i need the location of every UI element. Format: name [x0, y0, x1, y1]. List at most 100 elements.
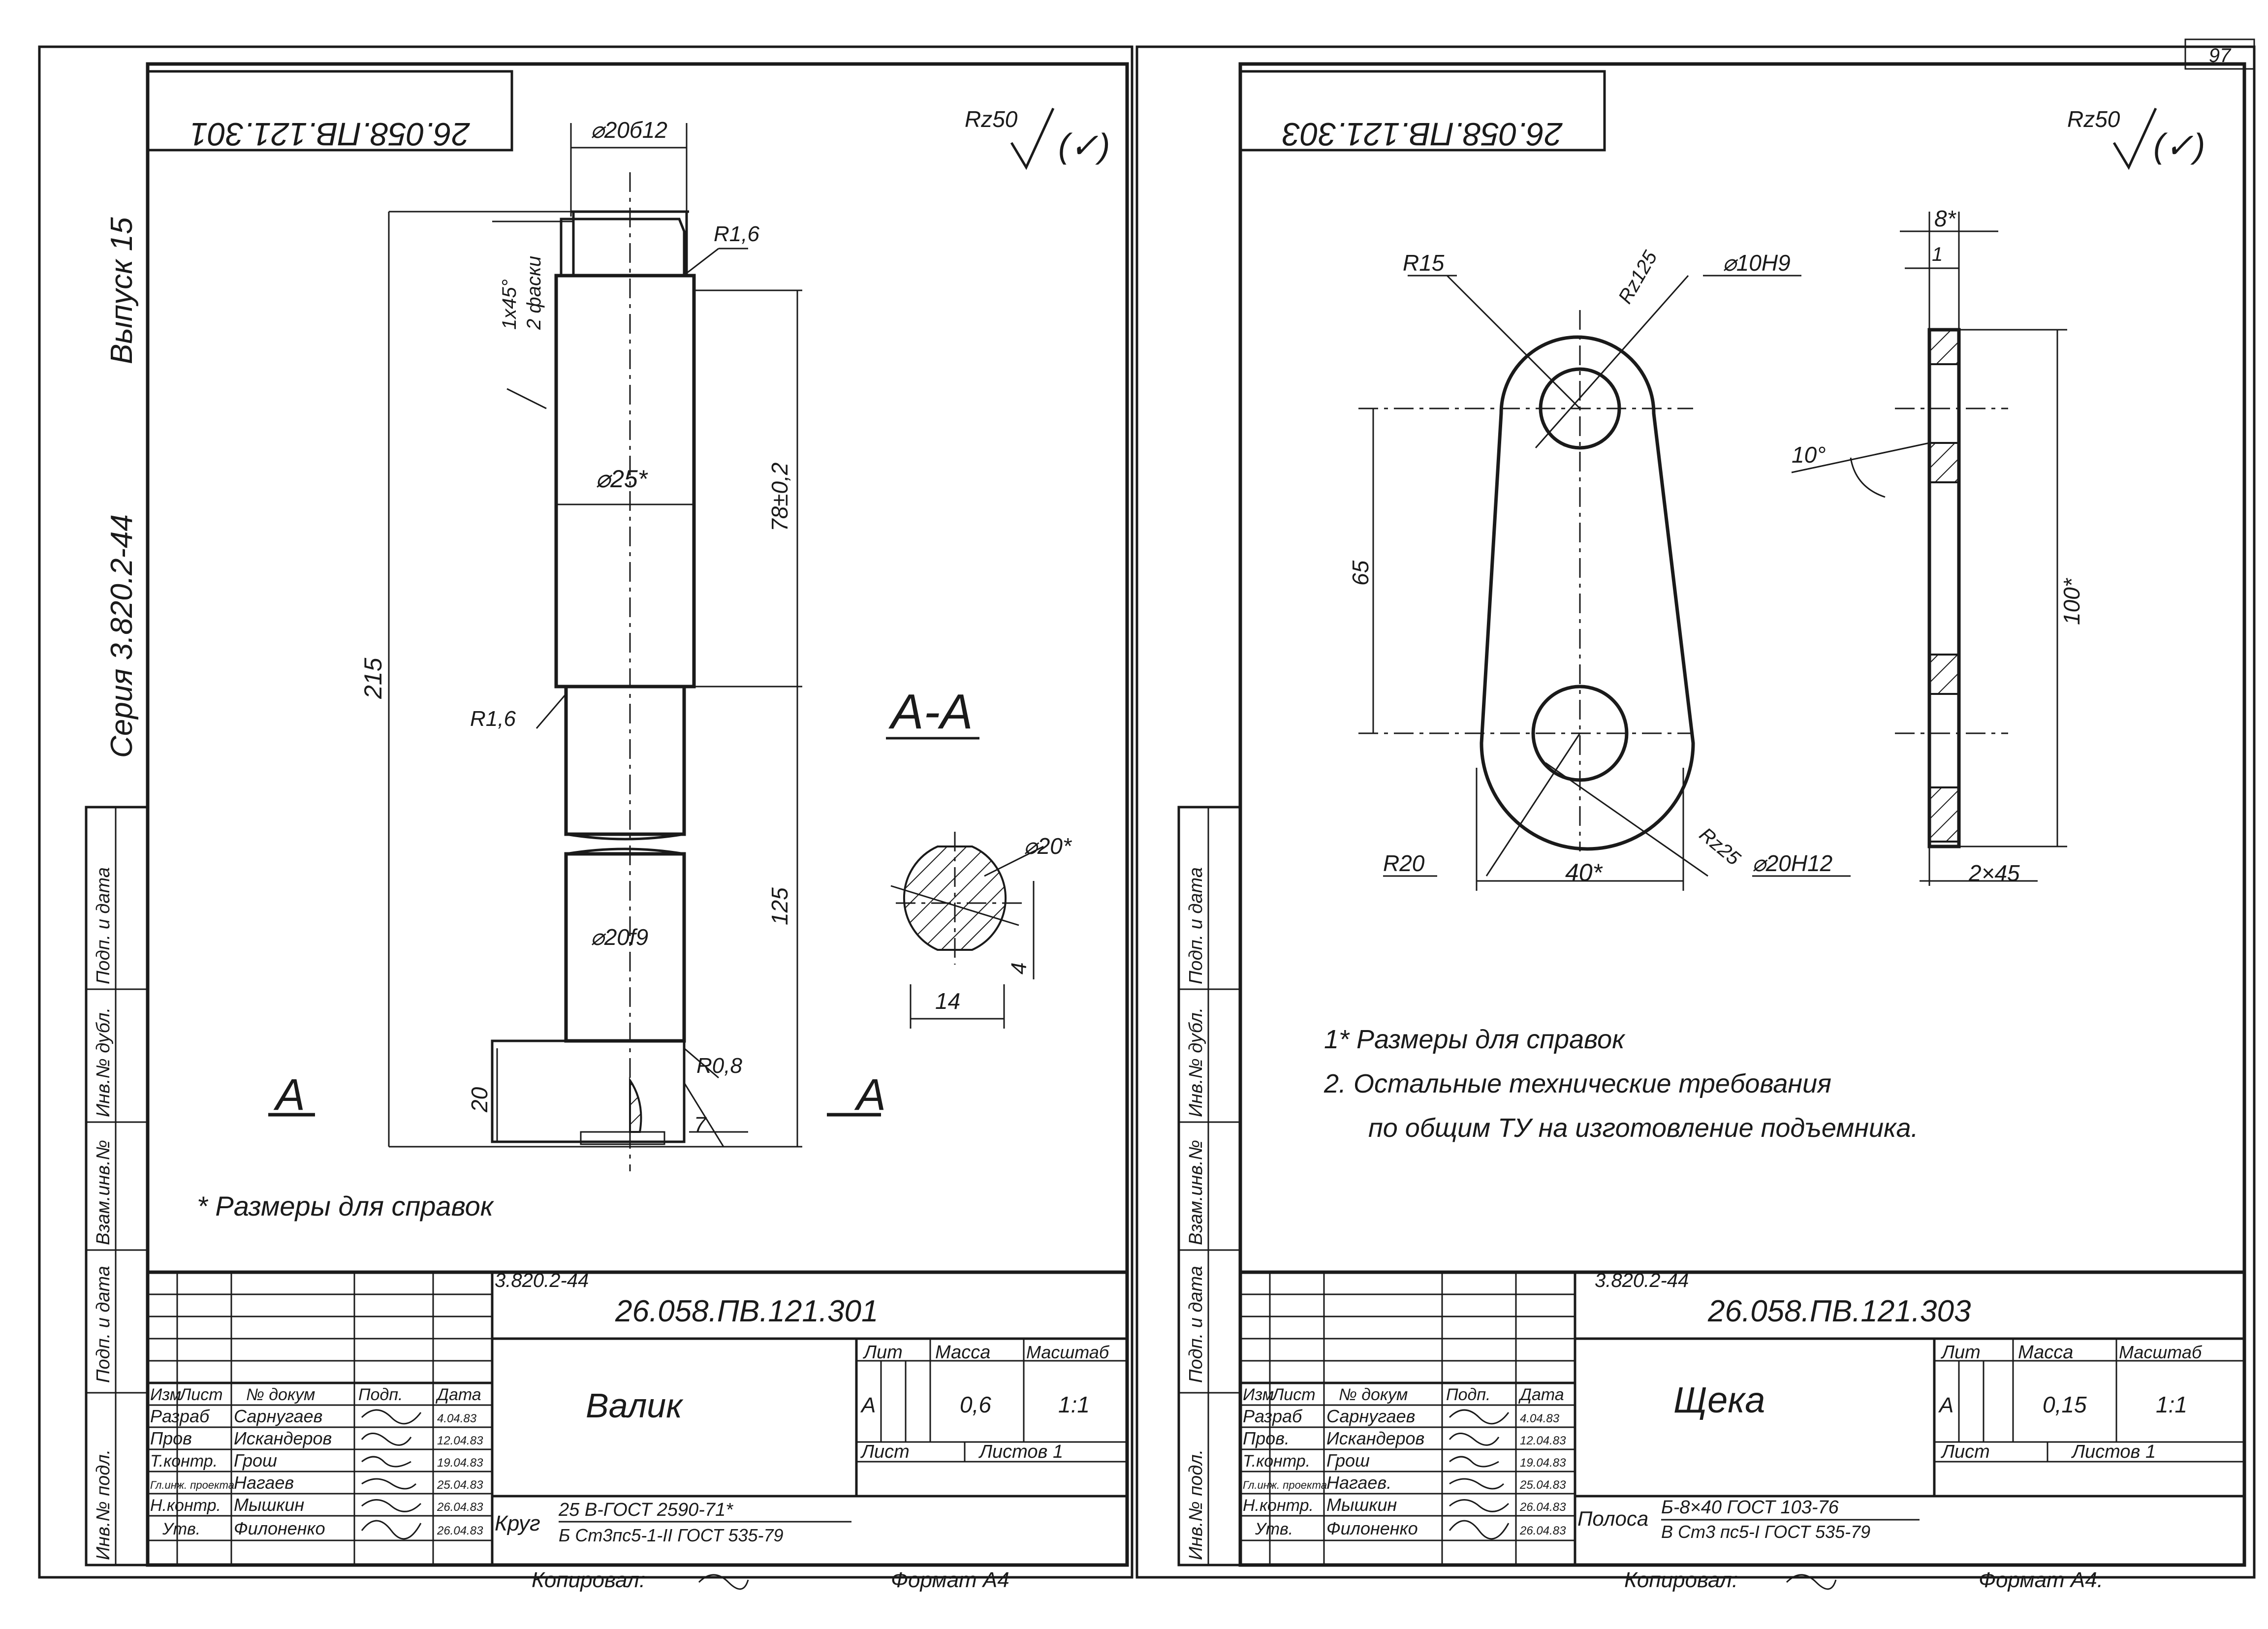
svg-text:Rz50: Rz50 — [965, 106, 1018, 132]
svg-text:Н.контр.: Н.контр. — [150, 1496, 221, 1515]
dim-d20b12: ⌀20б12 — [591, 117, 667, 143]
svg-text:Лист: Лист — [860, 1441, 910, 1462]
svg-text:Грош: Грош — [1326, 1450, 1370, 1471]
svg-text:4.04.83: 4.04.83 — [437, 1412, 477, 1425]
margin-podp-data-1: Подп. и дата — [93, 1266, 114, 1383]
right-margin-strip: Инв.№ подл. Подп. и дата Взам.инв.№ Инв.… — [1177, 806, 1242, 1566]
section-body — [903, 846, 1007, 951]
svg-text:Rz50: Rz50 — [2067, 106, 2120, 132]
svg-text:1* Размеры для справок: 1* Размеры для справок — [1324, 1025, 1626, 1054]
section-a-a: А-А ⌀20* 4 14 — [886, 684, 1072, 1029]
svg-text:Филоненко: Филоненко — [234, 1518, 325, 1538]
dim-20: 20 — [467, 1087, 492, 1113]
dim-r16-top: R1,6 — [714, 222, 759, 246]
svg-text:Искандеров: Искандеров — [1326, 1428, 1424, 1448]
dim-chamfer-1: 1х45° — [499, 279, 520, 330]
svg-text:Листов 1: Листов 1 — [978, 1441, 1063, 1462]
tb-series-left: 3.820.2-44 — [495, 1270, 589, 1291]
svg-text:Пров: Пров — [150, 1428, 192, 1448]
copied-right: Копировал: — [1624, 1568, 1738, 1592]
doc-code-mirrored-right: 26.058.ПВ.121.303 — [1282, 116, 1563, 153]
dim-d10h9: ⌀10Н9 — [1723, 250, 1791, 276]
svg-text:12.04.83: 12.04.83 — [437, 1434, 483, 1447]
svg-text:19.04.83: 19.04.83 — [1520, 1456, 1566, 1470]
left-margin-strip: Инв.№ подл. Подп. и дата Взам.инв.№ Инв.… — [85, 806, 149, 1566]
sec-dim-4: 4 — [1007, 963, 1031, 974]
margin-inv-podl: Инв.№ подл. — [93, 1449, 114, 1560]
svg-text:Т.контр.: Т.контр. — [150, 1452, 218, 1471]
svg-text:Подп. и дата: Подп. и дата — [1186, 867, 1206, 984]
svg-text:4.04.83: 4.04.83 — [1520, 1412, 1560, 1425]
svg-text:Разраб: Разраб — [150, 1406, 210, 1426]
doc-code-mirrored-left: 26.058.ПВ.121.301 — [190, 116, 471, 153]
dim-rz125: Rz125 — [1614, 247, 1662, 308]
svg-text:Изм: Изм — [150, 1385, 181, 1404]
shaft-drawing: ⌀20б12 1х45° 2 фаски R1,6 ⌀25* 78±0,2 21… — [268, 117, 886, 1171]
roughness-mark-left: Rz50 (✓) — [965, 106, 1110, 170]
svg-text:Разраб: Разраб — [1243, 1406, 1303, 1426]
shaft-flange — [491, 1039, 686, 1143]
svg-text:Нагаев.: Нагаев. — [1326, 1472, 1391, 1493]
svg-text:Лит: Лит — [1940, 1342, 1981, 1363]
title-block-left: Изм Лист № докум Подп. Дата Разраб Сарну… — [146, 1270, 1129, 1592]
dim-r20: R20 — [1383, 850, 1425, 876]
svg-text:Подп. и дата: Подп. и дата — [1186, 1266, 1206, 1383]
sec-dim-d20: ⌀20* — [1024, 833, 1072, 859]
svg-text:Пров.: Пров. — [1243, 1428, 1290, 1448]
svg-text:Дата: Дата — [1518, 1385, 1564, 1404]
svg-text:Листов 1: Листов 1 — [2071, 1441, 2156, 1462]
svg-text:по общим ТУ на изготовление по: по общим ТУ на изготовление подъемника. — [1368, 1113, 1919, 1143]
svg-text:№ докум: № докум — [1339, 1385, 1408, 1404]
svg-text:25.04.83: 25.04.83 — [1519, 1478, 1566, 1492]
note-left: * Размеры для справок — [197, 1190, 495, 1222]
dim-125: 125 — [767, 887, 792, 925]
title-block-right: Изм Лист № докум Подп. Дата Разраб Сарну… — [1238, 1270, 2246, 1592]
left-sheet: Выпуск 15 Серия 3.820.2-44 Инв.№ подл. П… — [38, 45, 1134, 1592]
svg-text:26.04.83: 26.04.83 — [437, 1501, 483, 1514]
cheek-plate-view: R15 Rz125 ⌀10Н9 65 Rz25 R20 40* ⌀20Н12 — [1348, 247, 1851, 891]
svg-text:Взам.инв.№: Взам.инв.№ — [1186, 1140, 1206, 1245]
svg-text:Утв.: Утв. — [162, 1520, 200, 1538]
svg-text:Гл.инж. проекта: Гл.инж. проекта — [150, 1479, 234, 1491]
svg-text:Утв.: Утв. — [1255, 1520, 1293, 1538]
svg-text:Инв.№ дубл.: Инв.№ дубл. — [1186, 1007, 1206, 1117]
doc-code-box-left — [146, 70, 513, 152]
notes-right: 1* Размеры для справок 2. Остальные техн… — [1323, 1025, 1919, 1143]
sec-dim-14: 14 — [935, 988, 960, 1014]
dim-1: 1 — [1932, 244, 1943, 265]
svg-text:26.04.83: 26.04.83 — [1519, 1524, 1566, 1537]
svg-text:2. Остальные технические требо: 2. Остальные технические требования — [1323, 1069, 1831, 1098]
dim-r15: R15 — [1403, 250, 1445, 276]
svg-text:25.04.83: 25.04.83 — [437, 1478, 483, 1492]
dim-r16-mid: R1,6 — [470, 707, 516, 731]
svg-text:Подп.: Подп. — [358, 1385, 403, 1404]
svg-text:Т.контр.: Т.контр. — [1243, 1452, 1310, 1471]
svg-text:25 В-ГОСТ 2590-71*: 25 В-ГОСТ 2590-71* — [558, 1500, 733, 1520]
roughness-mark-right: Rz50 (✓) — [2067, 106, 2205, 170]
svg-text:12.04.83: 12.04.83 — [1520, 1434, 1566, 1447]
dim-7: 7 — [694, 1113, 707, 1137]
tb-doc-code-right: 26.058.ПВ.121.303 — [1707, 1294, 1971, 1328]
shaft-lower-body — [564, 685, 686, 836]
svg-text:Мышкин: Мышкин — [234, 1495, 304, 1515]
margin-vzam-inv: Взам.инв.№ — [93, 1140, 114, 1245]
tb-material-prefix-left: Круг — [495, 1511, 540, 1535]
svg-text:Изм: Изм — [1243, 1385, 1274, 1404]
svg-text:Масштаб: Масштаб — [2119, 1342, 2203, 1362]
svg-text:0,15: 0,15 — [2043, 1392, 2087, 1417]
dim-chamfer-2: 2 фаски — [523, 256, 545, 330]
plate-outline — [1480, 335, 1695, 851]
svg-text:Лист: Лист — [1271, 1385, 1316, 1404]
svg-text:№ докум: № докум — [246, 1385, 315, 1404]
svg-text:(✓): (✓) — [2153, 126, 2205, 165]
format-left: Формат А4 — [891, 1568, 1009, 1592]
dim-65: 65 — [1348, 560, 1373, 586]
format-right: Формат А4. — [1979, 1568, 2103, 1592]
section-title: А-А — [888, 684, 973, 739]
tb-doc-code-left: 26.058.ПВ.121.301 — [615, 1294, 878, 1328]
svg-text:Масштаб: Масштаб — [1026, 1342, 1110, 1362]
svg-text:Нагаев: Нагаев — [234, 1472, 294, 1493]
svg-text:(✓): (✓) — [1058, 126, 1110, 165]
svg-text:А: А — [1938, 1393, 1953, 1417]
dim-40: 40* — [1565, 859, 1603, 886]
